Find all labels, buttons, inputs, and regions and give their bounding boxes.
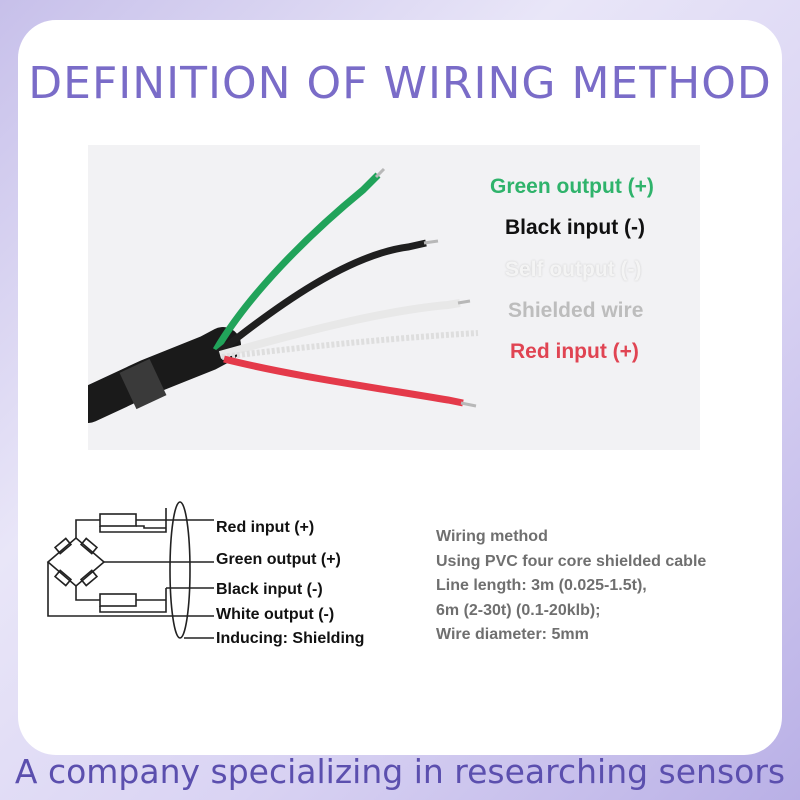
- white-wire-tip: [457, 299, 471, 305]
- cable-band: [119, 358, 167, 410]
- bottom-resistor: [99, 593, 137, 607]
- cable-photo: [88, 145, 700, 450]
- spec-line: Wire diameter: 5mm: [436, 626, 589, 643]
- bridge-diamond: [46, 536, 106, 588]
- bridge-circuit-diagram: [46, 501, 214, 639]
- diagram-label-white: White output (-): [216, 606, 335, 623]
- black-wire: [215, 239, 427, 356]
- bridge-resistor-1: [53, 537, 73, 555]
- spec-line: Using PVC four core shielded cable: [436, 552, 707, 570]
- label-black-input: Black input (-): [505, 216, 645, 239]
- label-green-output: Green output (+): [490, 175, 654, 198]
- label-self-output: Self output (-): [505, 258, 642, 281]
- black-wire-tip: [423, 239, 439, 245]
- diagram-label-red: Red input (+): [216, 519, 315, 536]
- top-resistor: [99, 513, 137, 527]
- white-wire: [218, 299, 461, 359]
- red-wire: [223, 355, 464, 407]
- cable-illustration: [88, 167, 479, 423]
- label-shielded-wire: Shielded wire: [508, 299, 644, 322]
- diagram-label-green: Green output (+): [216, 551, 341, 568]
- bridge-resistor-2: [79, 537, 99, 555]
- bridge-resistor-4: [79, 569, 99, 587]
- spec-line: 6m (2-30t) (0.1-20klb);: [436, 601, 601, 619]
- bridge-resistor-3: [53, 569, 73, 587]
- diagram-label-shield: Inducing: Shielding: [216, 630, 365, 647]
- diagram-label-black: Black input (-): [216, 581, 323, 598]
- label-red-input: Red input (+): [510, 340, 639, 363]
- spec-line: Wiring method: [436, 528, 548, 545]
- spec-line: Line length: 3m (0.025-1.5t),: [436, 577, 647, 594]
- green-wire-tip: [374, 167, 386, 179]
- page-title: DEFINITION OF WIRING METHOD: [28, 58, 772, 109]
- red-wire-tip: [460, 401, 477, 408]
- shield-ellipse: [169, 501, 191, 639]
- shield-wire: [221, 330, 479, 360]
- green-wire: [212, 172, 381, 352]
- wiring-spec: Wiring method Using PVC four core shield…: [436, 525, 706, 648]
- footer-tagline: A company specializing in researching se…: [14, 752, 786, 791]
